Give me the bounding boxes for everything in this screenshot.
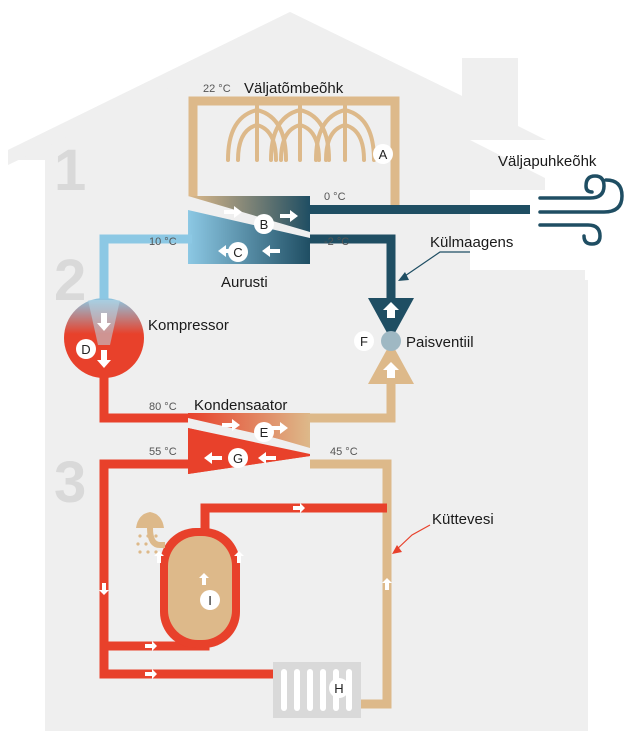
svg-text:H: H [334,681,343,696]
svg-text:D: D [81,342,90,357]
shower-icon [136,512,164,554]
label-outgoing-air: Väljapuhkeõhk [498,153,597,170]
exhaust-air-duct [188,96,400,210]
marker-a: A [373,144,393,164]
house-roof-right [470,140,545,190]
marker-h: H [329,678,349,698]
stage-number-3: 3 [54,450,86,515]
label-exhaust-air: Väljatõmbeõhk [244,80,344,97]
refrigerant-line-return [310,384,396,423]
svg-text:A: A [379,147,388,162]
exchanger-b [188,196,310,232]
stage-number-1: 1 [54,138,86,203]
water-tank-inner [168,536,232,640]
temp-evap-in: 10 °C [149,236,177,248]
svg-text:B: B [260,217,269,232]
house-roof [8,12,576,170]
valve-ball [381,331,401,351]
marker-d: D [76,339,96,359]
temp-cond-out-hot: 55 °C [149,446,177,458]
refrigerant-line-cold [310,234,396,300]
label-compressor: Kompressor [148,317,229,334]
temp-exhaust: 22 °C [203,83,231,95]
svg-text:F: F [360,334,368,349]
svg-text:G: G [233,451,243,466]
label-refrigerant: Külmaagens [430,234,513,251]
label-heating-water: Küttevesi [432,511,494,528]
flow-arrows [99,206,392,679]
condenser-e-body [188,413,310,446]
label-condenser: Kondensaator [194,397,287,414]
radiator-fins [281,669,352,711]
marker-f: F [354,331,374,351]
heating-water-pointer-head [392,545,402,554]
marker-e: E [254,422,274,442]
refrigerant-line-hot [99,375,188,423]
refrigerant-line-cool [99,234,192,300]
valve-arrows [383,302,399,378]
stage-number-2: 2 [54,248,86,313]
temp-cond-in: 80 °C [149,401,177,413]
svg-text:I: I [208,593,212,608]
heating-water-supply [99,459,274,679]
marker-i: I [200,590,220,610]
refrigerant-pointer-head [398,272,409,281]
label-evaporator: Aurusti [221,274,268,291]
condenser-g-body [188,428,310,474]
svg-text:C: C [233,245,242,260]
valve-top [368,298,414,340]
exhaust-air-arrows [226,100,376,162]
shower-pipe [147,527,165,548]
temp-evap-out: -2 °C [324,236,349,248]
wind-icon [538,174,624,246]
outgoing-air-duct [310,205,530,214]
refrigerant-pointer [401,251,470,279]
compressor-arrows [97,313,111,368]
marker-b: B [254,214,274,234]
svg-text:E: E [260,425,269,440]
temp-outgoing: 0 °C [324,191,346,203]
heating-water-pointer [394,524,431,552]
marker-c: C [228,242,248,262]
temp-cond-return: 45 °C [330,446,358,458]
label-expansion-valve: Paisventiil [406,334,474,351]
marker-g: G [228,448,248,468]
